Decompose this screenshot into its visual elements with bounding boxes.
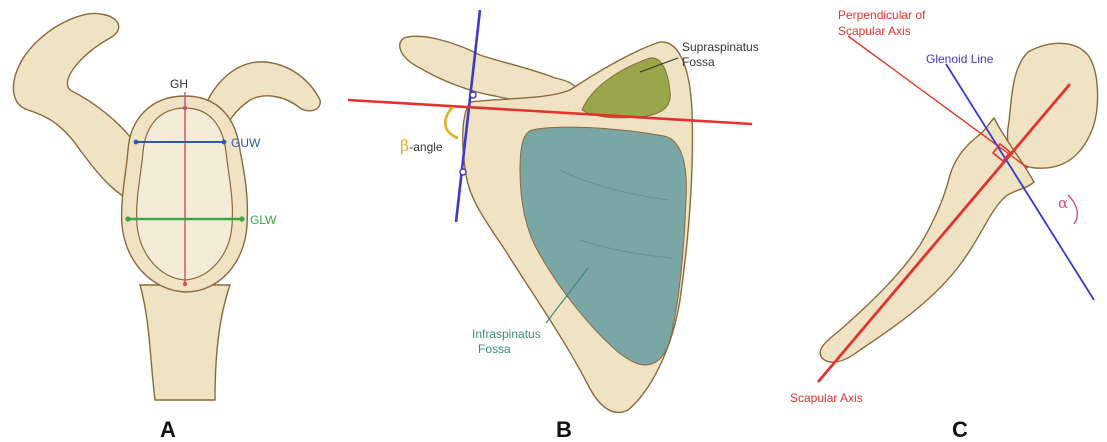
glw-label: GLW	[250, 213, 277, 227]
glw-right-point	[239, 216, 244, 221]
panel-a: GH GUW GLW A	[13, 13, 320, 442]
panel-b-letter: B	[556, 417, 572, 442]
acromion-spine	[400, 36, 578, 102]
perpendicular-label-line-1: Perpendicular of	[838, 8, 926, 22]
gh-bottom-point	[183, 282, 187, 286]
infraspinatus-label-line-2: Fossa	[478, 342, 511, 356]
scapular-axis-line	[818, 84, 1070, 382]
panel-c: α Perpendicular of Scapular Axis Glenoid…	[790, 8, 1098, 442]
beta-angle-arc	[445, 107, 458, 138]
alpha-angle-arc	[1068, 195, 1077, 224]
guw-left-point	[134, 140, 139, 145]
perpendicular-label-line-2: Scapular Axis	[838, 24, 911, 38]
supraspinatus-label-line-1: Supraspinatus	[682, 40, 759, 54]
glenoid-line-label: Glenoid Line	[926, 52, 994, 66]
gh-top-point	[183, 106, 187, 110]
gh-label: GH	[170, 77, 188, 91]
glw-left-point	[125, 216, 130, 221]
guw-label: GUW	[231, 136, 261, 150]
beta-angle-label: β-angle	[400, 136, 443, 155]
glenoid-top-point-b	[470, 92, 476, 98]
alpha-angle-label: α	[1058, 194, 1068, 212]
infraspinatus-label-line-1: Infraspinatus	[472, 327, 541, 341]
guw-right-point	[222, 140, 227, 145]
glenoid-bottom-point-b	[460, 169, 466, 175]
panel-c-letter: C	[952, 417, 968, 442]
scapular-neck	[140, 285, 230, 400]
scapular-axis-label: Scapular Axis	[790, 391, 863, 405]
coracoid-process	[13, 13, 140, 200]
supraspinatus-label-line-2: Fossa	[682, 55, 715, 69]
panel-a-letter: A	[160, 417, 176, 442]
infraspinatus-fossa	[520, 127, 686, 365]
panel-b: β-angle Supraspinatus Fossa Infraspinatu…	[348, 10, 759, 442]
